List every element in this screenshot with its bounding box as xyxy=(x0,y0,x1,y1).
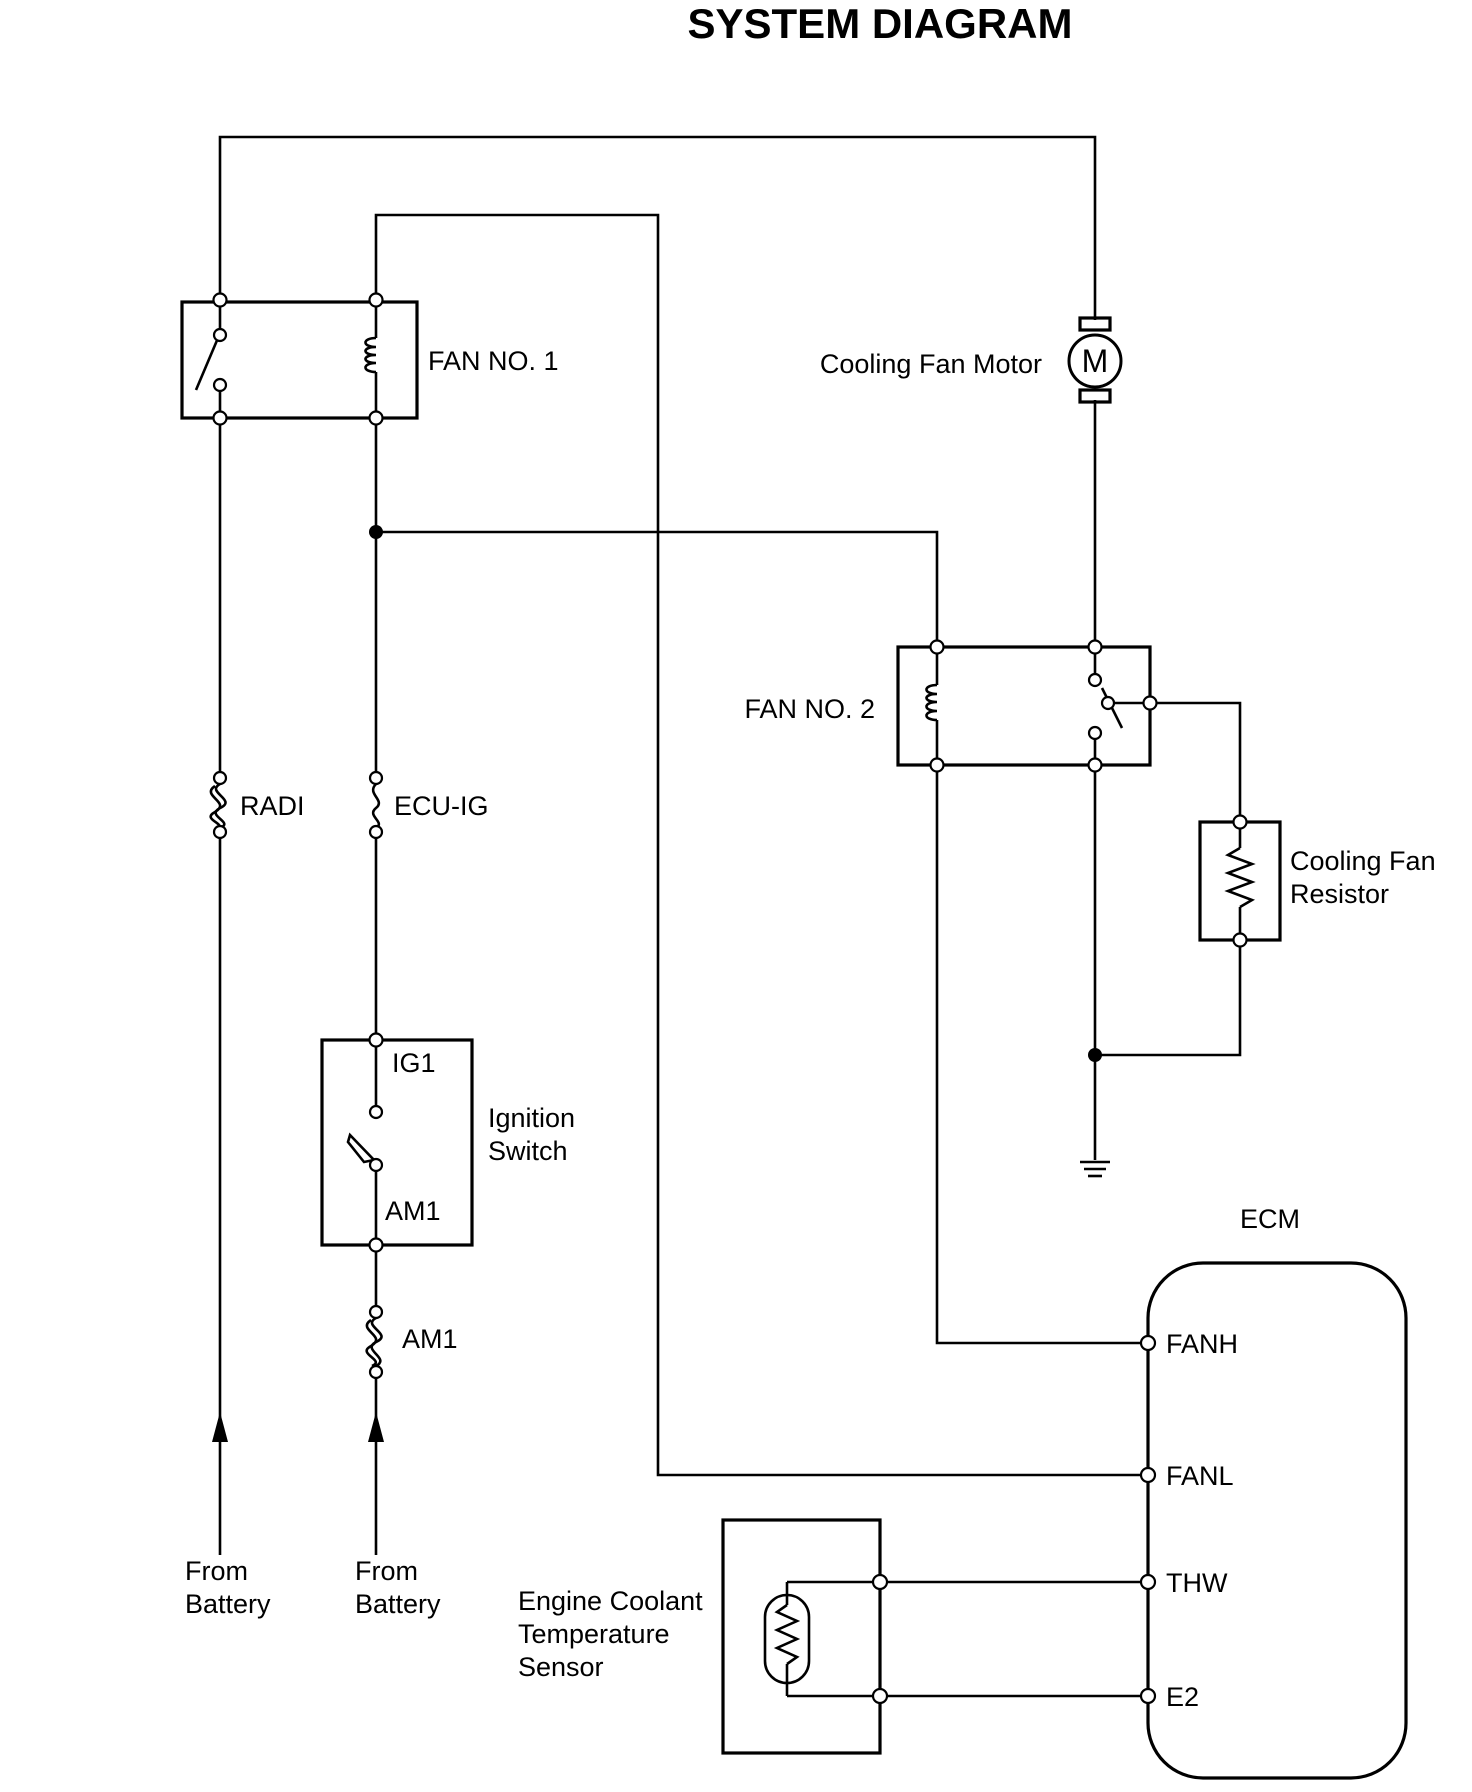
ignition-label-line2: Switch xyxy=(488,1136,568,1166)
ground-icon xyxy=(1080,1160,1110,1178)
diagram-title: SYSTEM DIAGRAM xyxy=(687,0,1072,47)
ig1-terminal-label: IG1 xyxy=(392,1048,436,1078)
battery-arrow-right-icon xyxy=(368,1412,384,1442)
ignition-label-line1: Ignition xyxy=(488,1103,575,1133)
sensor-label-line1: Engine Coolant xyxy=(518,1586,703,1616)
coolant-temp-sensor xyxy=(721,1518,889,1755)
junction-dot-ground xyxy=(1088,1048,1102,1062)
resistor-label-line2: Resistor xyxy=(1290,879,1389,909)
sensor-label-line2: Temperature xyxy=(518,1619,670,1649)
junction-dot-ecuig xyxy=(369,525,383,539)
ecm-terminal-e2: E2 xyxy=(1166,1682,1199,1712)
ecu-ig-fuse-icon xyxy=(368,770,384,840)
ecu-ig-fuse-label: ECU-IG xyxy=(394,791,489,821)
cooling-fan-resistor xyxy=(1198,814,1282,948)
battery-right-line1: From xyxy=(355,1556,418,1586)
ecm-terminal-fanl: FANL xyxy=(1166,1461,1234,1491)
battery-right-line2: Battery xyxy=(355,1589,441,1619)
wiring xyxy=(218,135,1242,1698)
fan-no2-label: FAN NO. 2 xyxy=(744,694,875,724)
radi-fuse-label: RADI xyxy=(240,791,305,821)
wire-relay2-to-resistor xyxy=(1150,701,1242,820)
resistor-icon xyxy=(1224,846,1256,909)
wire-relay1-to-motor xyxy=(218,135,1097,320)
battery-left-line2: Battery xyxy=(185,1589,271,1619)
ecm-terminal-fanh: FANH xyxy=(1166,1329,1238,1359)
cooling-fan-motor-icon: M xyxy=(1067,316,1123,404)
wire-resistor-to-ground-junction xyxy=(1095,940,1242,1057)
ecm-box xyxy=(1139,1261,1408,1780)
ignition-switch xyxy=(320,1032,474,1253)
sensor-label-line3: Sensor xyxy=(518,1652,604,1682)
battery-arrow-left-icon xyxy=(212,1412,228,1442)
battery-left-line1: From xyxy=(185,1556,248,1586)
fan-no2-relay xyxy=(896,639,1158,773)
fan-no1-relay xyxy=(180,292,419,426)
relay2-coil-icon xyxy=(925,683,938,722)
ecm-label: ECM xyxy=(1240,1204,1300,1234)
ignition-key-icon xyxy=(346,1132,377,1164)
relay-coil-icon xyxy=(364,336,377,374)
wire-relay2-to-fanh xyxy=(935,765,1148,1345)
motor-symbol: M xyxy=(1082,343,1109,379)
cooling-fan-motor-label: Cooling Fan Motor xyxy=(820,349,1042,379)
radi-fuse-icon xyxy=(209,770,228,840)
fan-no1-label: FAN NO. 1 xyxy=(428,346,559,376)
am1-fuse-icon xyxy=(365,1304,384,1380)
am1-terminal-label: AM1 xyxy=(385,1196,441,1226)
ecm-terminal-thw: THW xyxy=(1166,1568,1228,1598)
wire-junction-to-relay2 xyxy=(376,530,939,647)
am1-fuse-label: AM1 xyxy=(402,1324,458,1354)
resistor-label-line1: Cooling Fan xyxy=(1290,846,1436,876)
wire-relay1-coil-to-fanl xyxy=(374,213,1148,1477)
